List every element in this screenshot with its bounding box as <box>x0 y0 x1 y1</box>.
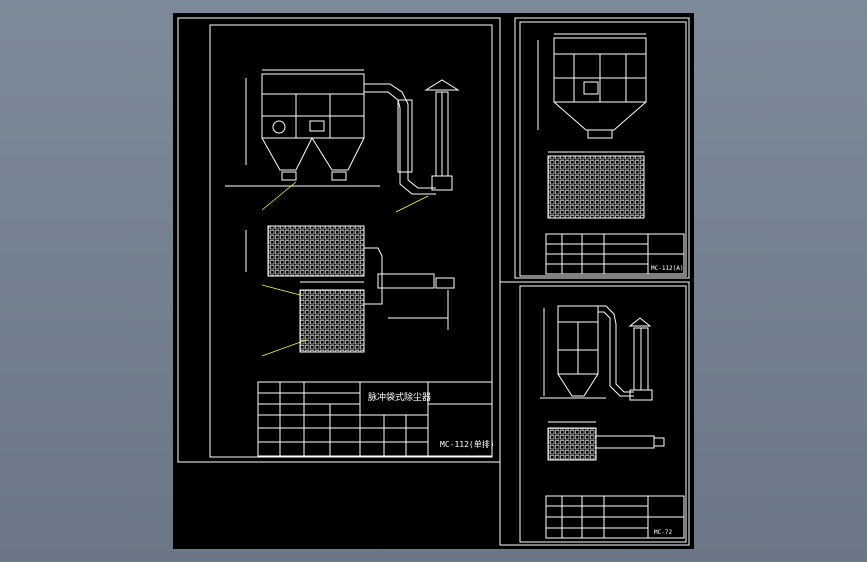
sheet-bottom-right-outer-border <box>499 281 690 546</box>
top-right-title-block <box>545 233 685 275</box>
sheet-main-inner-border <box>209 24 493 458</box>
plan-view <box>245 225 455 353</box>
bottom-right-elevation-view <box>540 305 653 401</box>
sheet-bottom-right[interactable]: MC-72 <box>499 281 690 546</box>
main-title-block <box>257 381 493 457</box>
sheet-top-right[interactable]: MC-112(A) <box>514 17 690 279</box>
sheet-main-outer-border <box>177 17 501 463</box>
sheet-bottom-right-inner-border <box>519 285 687 543</box>
bottom-right-title-block <box>545 495 685 539</box>
bottom-right-drawing-number: MC-72 <box>654 529 672 536</box>
top-right-plan-view <box>547 151 645 219</box>
sheet-top-right-outer-border <box>514 17 690 279</box>
top-right-drawing-number: MC-112(A) <box>651 265 684 272</box>
main-drawing-number: MC-112(单排) <box>440 439 495 449</box>
bottom-right-plan-view <box>547 421 665 461</box>
sheet-top-right-inner-border <box>519 21 687 277</box>
annotation-leaders <box>261 181 429 357</box>
top-right-elevation-view <box>537 33 647 139</box>
front-elevation-view <box>225 69 460 195</box>
main-drawing-name: 脉冲袋式除尘器 <box>368 391 431 403</box>
sheet-main[interactable]: 脉冲袋式除尘器 MC-112(单排) <box>177 17 501 463</box>
